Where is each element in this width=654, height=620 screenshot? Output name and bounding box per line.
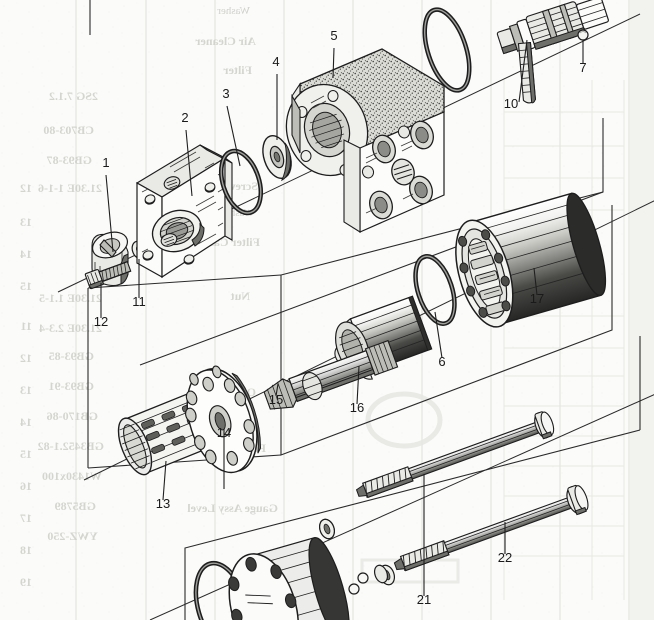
- bleed-through-text: W1430x100: [42, 469, 102, 483]
- bleed-through-text: 21.30E 1.1-5: [39, 291, 102, 305]
- bleed-through-row-number: 15: [20, 447, 32, 461]
- bleed-through-text: GB93-85: [49, 349, 94, 363]
- callout-16-gerotor-set: 16: [350, 400, 364, 415]
- callout-4-seal-washer: 4: [272, 54, 279, 69]
- callout-1-bearing-race: 1: [102, 155, 109, 170]
- scan-fold-lines: [75, 0, 630, 620]
- part-17-stator-housing: [455, 192, 607, 328]
- callout-5-valve-body: 5: [330, 28, 337, 43]
- bleed-through-text: GB170-86: [47, 409, 98, 423]
- leader-line-leaf-spring: [518, 39, 528, 103]
- part-5-valve-body: [285, 48, 445, 233]
- bleed-through-row-number: 17: [20, 511, 32, 525]
- bleed-through-row-number: 13: [20, 383, 32, 397]
- leader-line-drive-shaft: [275, 383, 279, 397]
- callout-11-washer-small: 11: [132, 294, 146, 309]
- o-ring-upper: [422, 7, 472, 93]
- star-gear-small: [301, 371, 323, 401]
- group-frame-lines: [87, 0, 641, 620]
- bleed-through-text: GB3452.1-82: [38, 439, 104, 453]
- bleed-through-row-number: 19: [20, 575, 32, 589]
- bleed-through-row-number: 13: [20, 215, 32, 229]
- bleed-through-text: Air Cleaner: [195, 34, 256, 48]
- leader-line-o-ring-large: [226, 105, 241, 167]
- bleed-through-text: Nut: [231, 289, 250, 303]
- bleed-through-row-number: 15: [20, 279, 32, 293]
- bleed-through-text: Screw: [227, 179, 258, 193]
- bleed-through-text: 21.30E 2.3-4: [39, 321, 102, 335]
- callout-22-long-bolt-rear: 22: [498, 550, 512, 565]
- callout-15-drive-shaft: 15: [269, 392, 283, 407]
- callout-7-steel-ball: 7: [579, 60, 586, 75]
- leader-line-valve-body: [332, 47, 335, 79]
- spool-valve-assembly: [496, 0, 609, 55]
- bleed-through-row-number: 12: [20, 351, 32, 365]
- callout-3-o-ring-large: 3: [222, 86, 229, 101]
- bleed-through-text: Filter: [223, 63, 252, 77]
- callout-13-rotor-cage: 13: [156, 496, 170, 511]
- bleed-through-row-number: 16: [20, 479, 32, 493]
- bleed-through-row-number: 14: [20, 415, 32, 429]
- bleed-through-text: 2SG 7.1.2: [49, 89, 98, 103]
- part-6-o-ring: [413, 254, 457, 326]
- part-12-cap-screw: [84, 261, 132, 290]
- leader-line-gerotor-set: [356, 365, 360, 405]
- callout-12-cap-screw: 12: [94, 314, 108, 329]
- part-3-o-ring: [218, 148, 264, 216]
- bottom-flange-plate: [228, 537, 350, 620]
- leader-line-stator-housing: [533, 267, 538, 296]
- bleed-through-text: CB703-80: [43, 123, 94, 137]
- leader-line-o-ring-mid: [434, 311, 443, 359]
- callout-17-stator-housing: 17: [530, 291, 544, 306]
- leader-line-end-cover-flange: [185, 129, 193, 197]
- bottom-small-fasteners: [357, 564, 389, 584]
- part-10-leaf-spring: [517, 41, 536, 104]
- part-7-steel-ball: [577, 29, 589, 41]
- bleed-through-text: Gauge Assy Level: [187, 501, 278, 515]
- bleed-through-text: GB5789: [55, 499, 96, 513]
- bleed-through-row-number: 12: [20, 181, 32, 195]
- bleed-through-row-number: 11: [21, 319, 32, 333]
- callout-21-long-bolt-front: 21: [417, 592, 431, 607]
- part-22-long-bolt: [393, 484, 589, 572]
- leader-line-bearing-race: [105, 174, 114, 253]
- callout-10-leaf-spring: 10: [504, 96, 518, 111]
- bleed-through-text: YWZ-250: [47, 529, 98, 543]
- bleed-through-row-number: 18: [20, 543, 32, 557]
- callout-14-port-plate: 14: [217, 425, 231, 440]
- bleed-through-text: 21.30E 1-1-6: [38, 181, 102, 195]
- leader-line-rotor-cage: [162, 460, 167, 501]
- part-14-port-plate: [185, 365, 261, 474]
- bleed-through-row-number: 14: [20, 247, 32, 261]
- bleed-through-text: Washer: [217, 5, 250, 17]
- part-4-seal-washer: [262, 134, 292, 182]
- paper-right-edge-shadow: [630, 0, 654, 620]
- bleed-through-text: GB93-91: [49, 379, 94, 393]
- part-2-end-cover-flange: [135, 144, 233, 279]
- callout-leader-lines: [100, 39, 584, 596]
- callout-6-o-ring-mid: 6: [438, 354, 445, 369]
- callout-2-end-cover-flange: 2: [181, 110, 188, 125]
- bleed-through-text: GB93-87: [47, 153, 92, 167]
- part-21-long-bolt: [355, 411, 555, 499]
